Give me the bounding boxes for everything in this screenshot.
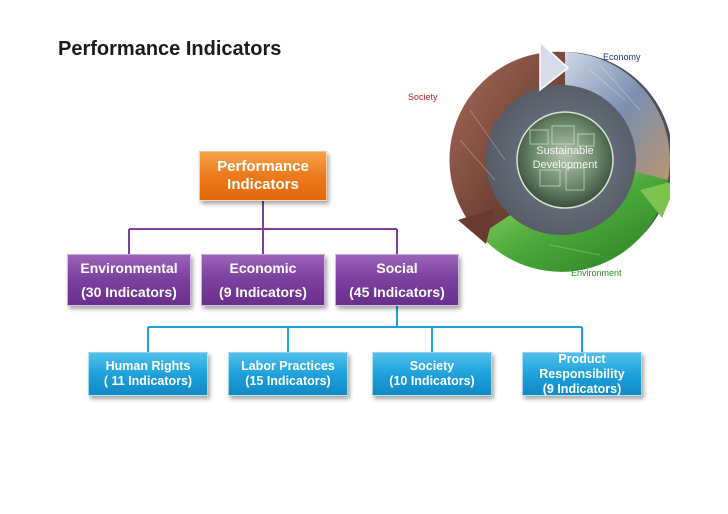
root-line1: Performance [217, 158, 309, 175]
category-social-box: Social (45 Indicators) [335, 254, 459, 306]
cycle-arrowhead-left [458, 208, 495, 244]
category-count: (45 Indicators) [349, 284, 445, 300]
subcategory-count: ( 11 Indicators) [103, 374, 193, 388]
subcategory-society-box: Society (10 Indicators) [372, 352, 492, 396]
root-line2: Indicators [227, 176, 299, 193]
root-performance-indicators-box: Performance Indicators [199, 151, 327, 201]
subcategory-human-rights-box: Human Rights ( 11 Indicators) [88, 352, 208, 396]
economy-label: Economy [603, 52, 641, 62]
cycle-center-label-line2: Development [533, 159, 598, 171]
cycle-center-label-line1: Sustainable [536, 145, 594, 157]
subcategory-labor-practices-box: Labor Practices (15 Indicators) [228, 352, 348, 396]
page-title: Performance Indicators [58, 38, 282, 60]
subcategory-label-line1: Product [558, 351, 606, 366]
subcategory-label: Human Rights [105, 359, 191, 373]
cycle-arrowhead-right [640, 182, 670, 218]
subcategory-count: (15 Indicators) [245, 374, 331, 388]
sustainability-cycle-graphic: Sustainable Development [449, 40, 670, 272]
category-count: (9 Indicators) [219, 284, 307, 300]
category-label: Environmental [80, 259, 178, 276]
cycle-arrowhead-top [539, 40, 570, 92]
subcategory-label-line2: Responsibility [539, 366, 625, 381]
category-economic-box: Economic (9 Indicators) [201, 254, 325, 306]
subcategory-product-responsibility-box: Product Responsibility (9 Indicators) [522, 352, 642, 396]
environment-arrow-segment [480, 172, 668, 272]
category-label: Economic [229, 259, 297, 276]
society-arrow-segment [449, 51, 565, 235]
category-label: Social [376, 259, 418, 276]
subcategory-count: (9 Indicators) [542, 381, 622, 396]
subcategory-label: Society [409, 359, 455, 373]
environment-label: Environment [571, 268, 622, 278]
category-environmental-box: Environmental (30 Indicators) [67, 254, 191, 306]
economy-arrow-segment [565, 52, 670, 180]
subcategory-label: Labor Practices [241, 359, 335, 373]
society-label: Society [408, 92, 438, 102]
category-count: (30 Indicators) [81, 284, 177, 300]
subcategory-count: (10 Indicators) [389, 374, 475, 388]
